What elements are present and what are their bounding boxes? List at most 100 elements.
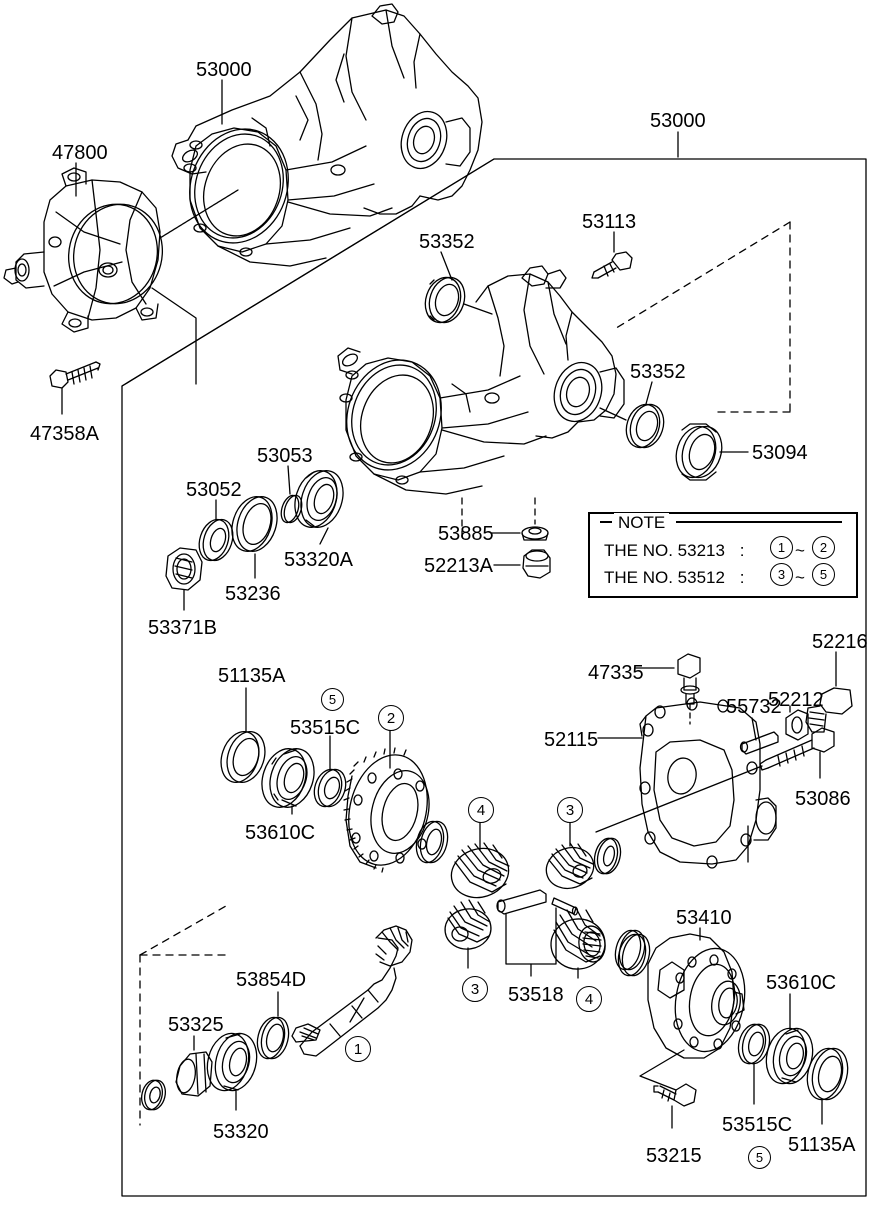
pointer-53086-cover <box>595 765 763 833</box>
part-52115-rear-cover <box>639 697 777 869</box>
subframe-lower-diag <box>139 905 227 956</box>
part-label-53094: 53094 <box>752 442 808 464</box>
note-row-1: THE NO. 53512 : <box>604 568 744 588</box>
note-row-1-from: 3 <box>770 563 793 586</box>
part-label-52213a: 52213A <box>424 555 493 577</box>
part-52212-washer <box>785 709 809 741</box>
part-47335-sensor <box>677 653 701 705</box>
part-label-53236: 53236 <box>225 583 281 605</box>
leader-53352-upper <box>440 251 453 281</box>
leader-drive-pinion <box>349 997 365 1023</box>
part-53352-upper-seal <box>424 276 466 324</box>
note-row-0-from: 1 <box>770 536 793 559</box>
circled-number-5: 5 <box>321 688 344 711</box>
part-53371B-locknut <box>165 547 203 591</box>
part-53236-collar <box>231 496 278 552</box>
part-label-53000: 53000 <box>650 110 706 132</box>
part-pinion-gear-upper-right <box>545 842 595 890</box>
dashed-subframe-upper <box>612 221 791 413</box>
part-55732-dowel-pin <box>739 731 779 755</box>
part-label-52115: 52115 <box>544 729 599 751</box>
part-label-53515c: 53515C <box>290 717 361 739</box>
align-47800-53000 <box>159 189 239 239</box>
circled-number-5: 5 <box>748 1146 771 1169</box>
part-53410-diff-case <box>647 933 746 1059</box>
part-label-53320: 53320 <box>213 1121 269 1143</box>
part-53000-top-carrier-housing <box>171 3 483 267</box>
note-row-1-tilde: ~ <box>795 568 805 587</box>
dashed-subframe-lower <box>139 954 227 1126</box>
circled-number-2: 2 <box>378 705 404 731</box>
circled-number-3: 3 <box>462 976 488 1002</box>
part-53352-lower-seal <box>625 403 665 449</box>
part-label-53610c: 53610C <box>245 822 316 844</box>
part-label-52212: 52212 <box>768 689 824 711</box>
part-53325-spacer <box>175 1051 213 1097</box>
part-thrust-washer-right <box>593 837 622 875</box>
note-title: NOTE <box>614 513 670 533</box>
part-53215-bolt <box>653 1083 697 1107</box>
part-53000-main-carrier-housing <box>337 265 625 495</box>
leader-53352-lower <box>645 381 653 405</box>
part-label-47800: 47800 <box>52 142 108 164</box>
note-row-1-to: 5 <box>812 563 835 586</box>
align-47800-bolt <box>151 287 197 385</box>
leader-53518-bracket <box>505 907 557 977</box>
part-51135A-seal-left <box>220 731 266 783</box>
part-label-52216: 52216 <box>812 631 868 653</box>
leader-53320A <box>319 527 329 545</box>
part-label-47335: 47335 <box>588 662 644 684</box>
part-label-53885: 53885 <box>438 523 494 545</box>
circled-number-1: 1 <box>345 1036 371 1062</box>
part-53515C-shim-right <box>737 1023 771 1065</box>
note-row-0-prefix: THE NO. 53213 <box>604 541 725 560</box>
part-label-53515c: 53515C <box>722 1114 793 1136</box>
part-label-51135a: 51135A <box>788 1134 856 1156</box>
part-53113-bolt <box>591 251 633 279</box>
part-label-53086: 53086 <box>795 788 851 810</box>
part-label-53610c: 53610C <box>766 972 837 994</box>
part-53053-shim <box>280 494 303 524</box>
part-label-53352: 53352 <box>630 361 686 383</box>
part-label-53518: 53518 <box>508 984 564 1006</box>
part-seal-left-of-case <box>617 933 651 977</box>
part-label-53371b: 53371B <box>148 617 217 639</box>
part-label-53352: 53352 <box>419 231 475 253</box>
note-row-1-colon: : <box>739 568 745 587</box>
part-washer-far-left <box>140 1079 167 1111</box>
note-row-1-prefix: THE NO. 53512 <box>604 568 725 587</box>
part-53320A-bearing <box>294 470 344 528</box>
part-53086-bolt <box>759 727 835 771</box>
part-label-53215: 53215 <box>646 1145 702 1167</box>
part-pinion-gear-lower-left <box>444 899 492 950</box>
note-box <box>588 512 858 598</box>
part-53052-washer <box>198 518 234 562</box>
part-47800-coupling <box>3 167 164 333</box>
part-thrust-washer-far-right <box>614 929 646 971</box>
circled-number-4: 4 <box>468 797 494 823</box>
note-row-0: THE NO. 53213 : <box>604 541 744 561</box>
part-53094-flange <box>675 423 723 481</box>
part-53885-plug <box>521 526 549 541</box>
part-drive-pinion <box>291 925 413 1057</box>
part-label-53320a: 53320A <box>284 549 353 571</box>
part-53854D-spacer <box>256 1016 290 1060</box>
leader-55732 <box>751 717 757 741</box>
part-label-53052: 53052 <box>186 479 242 501</box>
part-label-53113: 53113 <box>582 211 637 233</box>
note-row-0-tilde: ~ <box>795 541 805 560</box>
part-label-53000: 53000 <box>196 59 252 81</box>
part-label-53325: 53325 <box>168 1014 224 1036</box>
part-label-53410: 53410 <box>676 907 732 929</box>
part-ring-gear <box>343 747 449 873</box>
part-53518-pinion-shaft <box>496 889 579 916</box>
part-side-gear-lower-right <box>550 907 606 970</box>
part-label-51135a: 51135A <box>218 665 286 687</box>
part-53610C-bearing-right <box>765 1027 814 1085</box>
part-label-55732: 55732 <box>726 696 782 718</box>
note-row-0-to: 2 <box>812 536 835 559</box>
pointer-53352-upper <box>463 303 493 315</box>
pointer-53215-case <box>639 1049 685 1091</box>
leader-53053 <box>287 465 291 495</box>
